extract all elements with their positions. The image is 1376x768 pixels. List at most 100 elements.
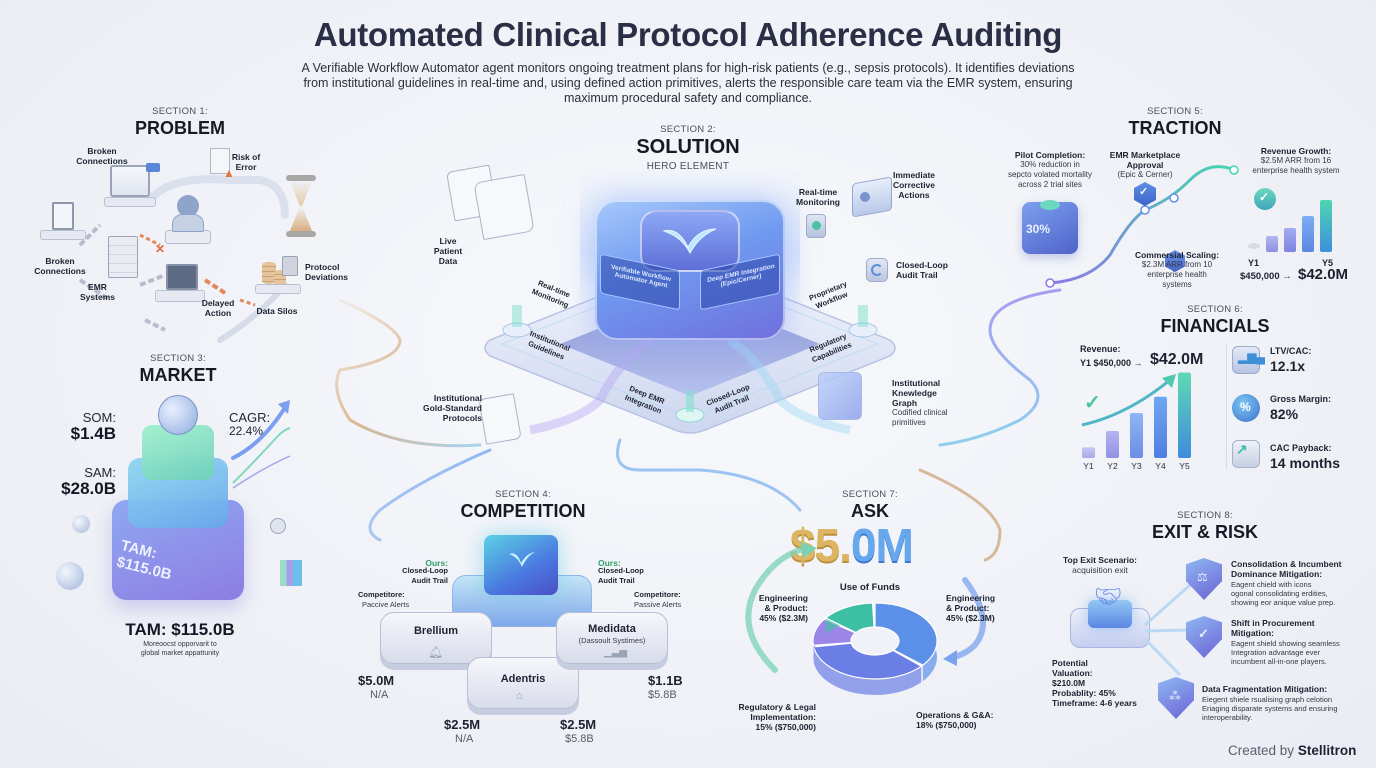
coin-stack-icon [262,262,276,284]
check-hexagon-icon [1134,182,1156,206]
label-risk-of-error: Risk of Error [231,152,261,172]
donut-slice [874,602,938,666]
problem-section-label: SECTION 1: [152,106,208,117]
sam-value: $28.0B [61,479,116,498]
exit-title: EXIT & RISK [1151,522,1258,542]
competitor-funding: $2.5M [560,717,597,732]
our-product-cube [484,535,558,595]
cycle-arrows-icon [745,542,986,673]
label-realtime-monitoring: Real-time Monitoring [796,187,840,207]
ask-amount-dollars: $5. [790,519,852,571]
competitor-sub: (Dassoult Systimes) [578,636,646,645]
doctor-body-icon [172,214,204,232]
connector-ask-right [918,468,1002,562]
top-exit-text: acquisition exit [1072,565,1128,575]
competitor-valuation: N/A [455,733,474,745]
footer-created-by: Created by [1228,743,1295,758]
connector-plug-icon [146,163,160,172]
metric-value: 82% [1270,406,1299,422]
solution-title: SOLUTION [636,136,740,158]
broken-link-x-icon: ✕ [155,242,165,256]
doctor-head-icon [177,195,199,217]
use-of-funds-title: Use of Funds [839,582,901,593]
revenue-growth-text: $2.5M ARR from 16 enterprise health syst… [1252,156,1340,175]
slice-label: Operations & G&A: 18% ($750,000) [916,710,994,730]
revenue-bar [1130,413,1143,458]
revenue-from: Y1 $450,000 → [1080,358,1143,368]
knowledge-graph-cube-icon [818,372,862,420]
label-delayed-action: Delayed Action [201,298,235,318]
market-title: MARKET [139,365,217,385]
network-icon: ⁂ [1169,689,1181,703]
check-icon: ✓ [1198,626,1209,641]
label-knowledge-graph: Institutional Knewledge Graph [892,378,941,408]
valuation-details: Potential Valuation: $210.0M Probablity:… [1052,658,1137,708]
risk-text: Eiegent shiele rsualising graph celotion… [1202,695,1338,722]
ask-amount: $5.0M [790,518,914,572]
milestone-dot [1140,205,1150,215]
globe-icon [158,395,198,435]
chart-icon: ▁▃▅ [604,647,628,658]
metric-label: Gross Margin: [1270,394,1332,404]
page-subtitle: A Verifiable Workflow Automator agent mo… [301,61,1075,105]
revenue-trend-arrow-icon [1081,374,1176,427]
competitor-tile-medidata [556,612,668,664]
computer-icon [166,264,198,290]
server-icon [108,236,138,278]
scaling-title: Commersial Scaling: [1134,250,1220,260]
building-hexagon-icon [1165,250,1185,272]
protocols-scroll-icon [478,393,522,445]
ask-title: ASK [850,501,889,521]
competition-section-label: SECTION 4: [495,489,551,500]
use-of-funds-donut [812,602,938,695]
label-knowledge-graph-sub: Codified clinical primitives [892,408,948,427]
checkmark-icon: ✓ [1084,392,1101,414]
traction-title: TRACTION [1128,118,1222,138]
monitor-icon [110,165,150,197]
donut-slice [812,618,857,646]
risk-title: Consolidation & Incumbent Dominance Miti… [1231,559,1342,579]
cagr-label: CAGR: [229,410,271,425]
traction-y1: Y1 [1248,258,1260,268]
traction-bar [1320,200,1332,252]
traction-bar [1284,228,1296,252]
financials-title: FINANCIALS [1160,316,1270,336]
pilot-text: 30% reduction in sepcto volated mortalit… [1007,160,1093,189]
sam-label: SAM: [84,465,116,480]
percent-icon [1232,394,1260,422]
clipboard-icon [52,202,74,230]
ours-label-left: Ours: [425,558,448,568]
risk-title: Data Fragmentation Mitigation: [1202,684,1328,694]
label-live-patient-data: Live Patient Data [433,236,463,266]
tam-total: TAM: $115.0B [125,620,235,639]
silo-panel-icon [282,256,298,276]
traction-section-label: SECTION 5: [1147,106,1203,117]
financials-section-label: SECTION 6: [1187,304,1243,315]
solution-subtitle: HERO ELEMENT [646,161,730,172]
competitor-funding: $5.0M [358,673,395,688]
revenue-year-label: Y4 [1155,461,1166,471]
metric-value: 12.1x [1270,358,1306,374]
revenue-to: $42.0M [1150,351,1204,368]
small-globe-icon [72,515,90,533]
check-circle-icon [1254,188,1276,210]
label-gold-standard: Institutional Gold-Standard Protocols [422,393,482,423]
network-globe-icon [270,518,286,534]
bar-chart-icon [1232,346,1260,374]
slice-label: Regulatory & Legal Implementation: 15% (… [738,702,816,732]
metric-label: CAC Payback: [1270,443,1332,453]
pilot-badge: 30% [1026,222,1051,236]
handshake-icon: 🤝︎ [1094,584,1122,609]
connector-solution-ask [616,438,802,512]
competitor-tile-adentris [467,657,579,709]
competitor-valuation: $5.8B [565,733,594,745]
city-chart-icon [280,560,302,586]
revenue-bar [1154,396,1167,458]
small-globe-icon [56,562,84,590]
competitor-valuation: N/A [370,689,389,701]
slice-label: Engineering & Product: 45% ($2.3M) [946,593,996,623]
footer-credit: Created by Stellitron [1228,743,1356,758]
label-closed-loop: Closed-Loop Audit Trail [896,260,948,280]
bell-icon: 🔔︎ [428,645,444,659]
